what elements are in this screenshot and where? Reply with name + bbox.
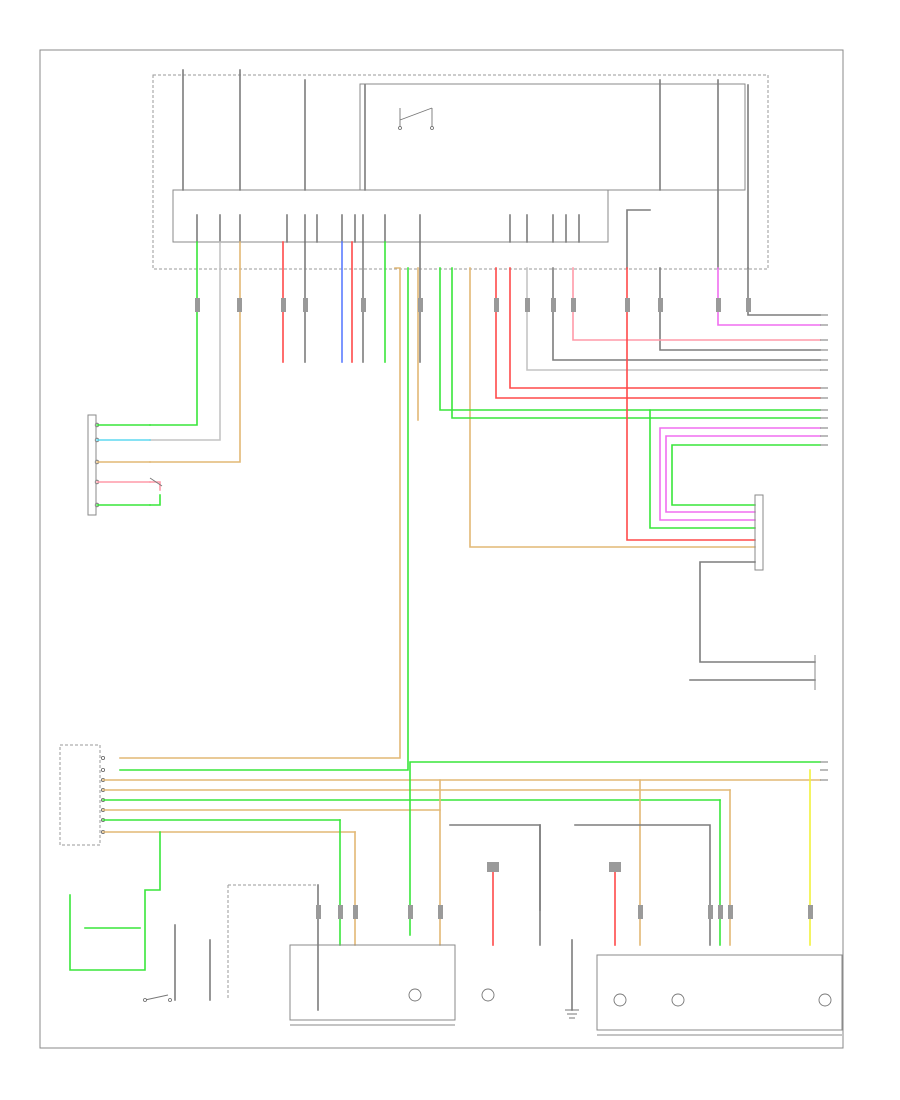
front-headlamp-right <box>574 824 843 1036</box>
bottom-switch-area <box>143 884 319 1002</box>
bulb-icon <box>613 993 627 1007</box>
rear-light-control <box>649 409 821 690</box>
wires-left-switch <box>149 241 241 506</box>
front-headlamp-left <box>289 824 541 1026</box>
wires-bottom-bus <box>69 761 821 971</box>
ground-icon <box>565 1009 579 1019</box>
connector-ticks <box>195 298 813 919</box>
control-unit-top <box>152 69 769 270</box>
bulb-icon <box>818 993 832 1007</box>
light-control-switch <box>87 414 163 516</box>
diagram-frame <box>39 49 844 1049</box>
switch-icon <box>144 994 169 1001</box>
ground-point <box>539 824 579 1019</box>
right-edge-terminals <box>820 314 828 781</box>
bulb-icon <box>671 993 685 1007</box>
bulb-icon <box>481 988 495 1002</box>
wires-long-vertical <box>119 267 419 771</box>
headlamp-leveling-ecu <box>59 744 106 846</box>
switch-icon <box>149 477 163 487</box>
bulb-icon <box>408 988 422 1002</box>
